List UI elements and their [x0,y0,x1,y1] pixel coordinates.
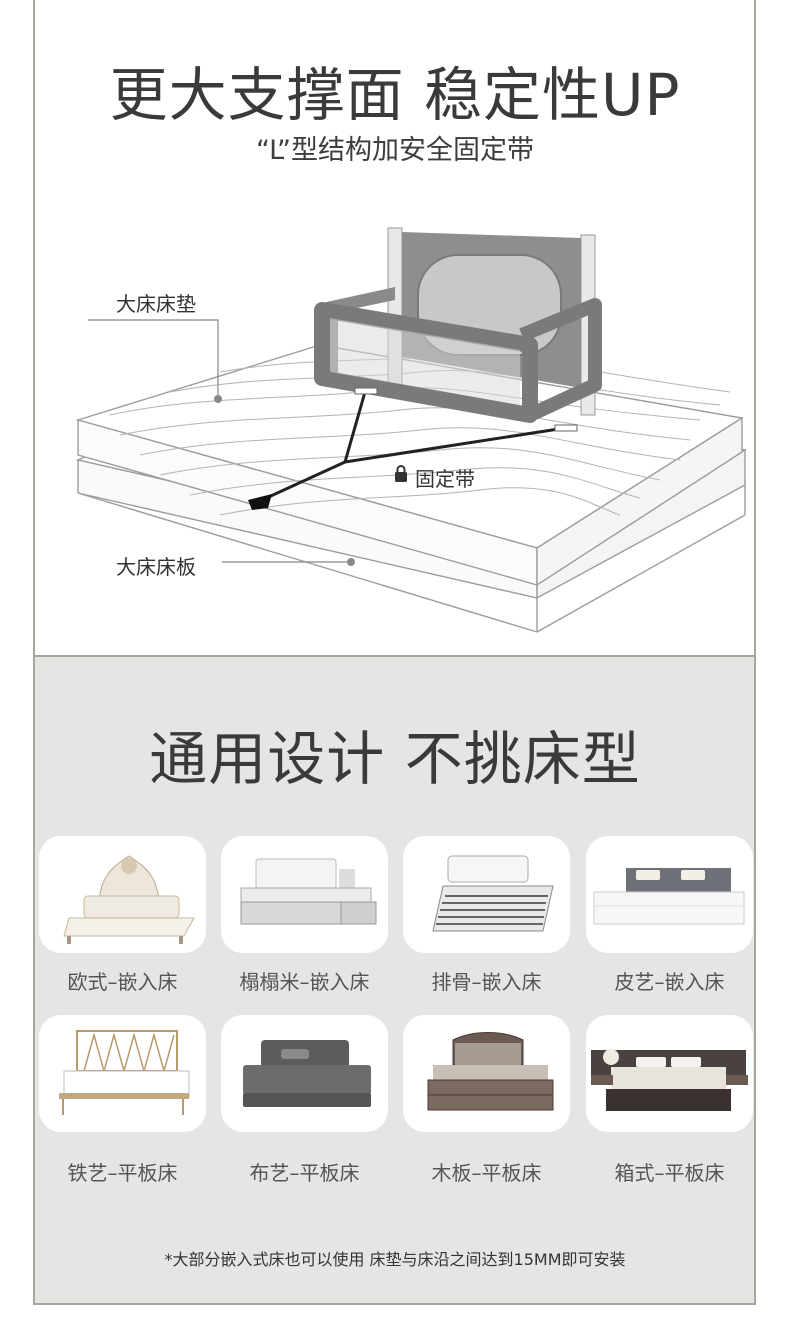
bed-card-box [586,1015,753,1132]
bed-card-wood [403,1015,570,1132]
box-bed-icon [591,1049,748,1111]
lock-icon [395,465,407,482]
bed-label-slat: 排骨–嵌入床 [431,970,542,994]
bottom-section [35,657,754,1303]
bed-card-tatami [221,836,388,953]
section-divider [35,655,754,657]
bottom-title: 通用设计 不挑床型 [149,725,641,793]
strap-illustration [261,391,566,502]
mattress-label: 大床床垫 [116,292,196,316]
leather-bed-icon [593,868,745,925]
fabric-bed-icon [243,1040,371,1107]
top-subtitle: “L”型结构加安全固定带 [255,135,535,166]
strap-label: 固定带 [415,467,475,491]
top-title: 更大支撑面 稳定性UP [109,61,681,129]
outer-frame [33,0,756,1305]
bed-rail-illustration [314,227,602,423]
bed-card-fabric [221,1015,388,1132]
bed-label-leather: 皮艺–嵌入床 [614,970,725,994]
bed-label-iron: 铁艺–平板床 [67,1161,178,1185]
bed-label-wood: 木板–平板床 [431,1161,542,1185]
footnote: *大部分嵌入式床也可以使用 床垫与床沿之间达到15MM即可安装 [164,1250,626,1269]
bed-label-tatami: 榻榻米–嵌入床 [239,970,370,994]
wood-bed-icon [427,1032,554,1111]
bed-card-leather [586,836,753,953]
tatami-bed-icon [240,858,377,925]
board-label: 大床床板 [116,555,196,579]
bed-card-iron [39,1015,206,1132]
bed-card-slat [403,836,570,953]
bed-card-european [39,836,206,953]
strap-buckle [248,494,272,510]
bed-label-fabric: 布艺–平板床 [249,1161,360,1185]
slat-bed-icon [432,855,554,932]
bed-label-box: 箱式–平板床 [614,1161,725,1185]
bed-label-european: 欧式–嵌入床 [67,970,178,994]
iron-bed-icon [59,1030,190,1115]
european-bed-icon [63,855,195,944]
bed-rail-diagram [75,227,747,633]
